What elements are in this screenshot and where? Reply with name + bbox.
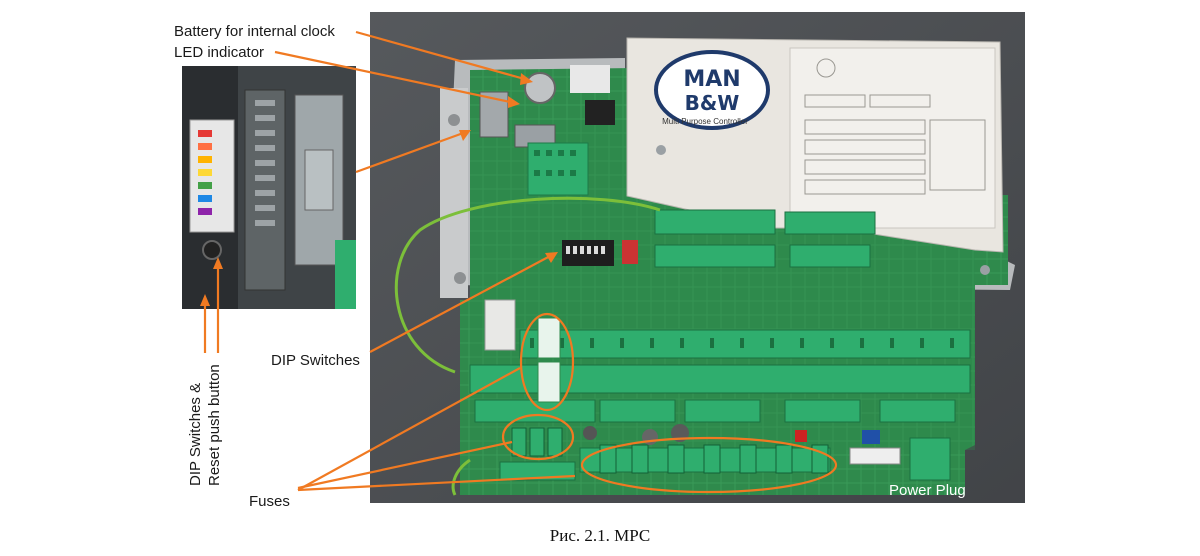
fuses-annotation: Fuses — [249, 493, 290, 510]
dip-reset-annotation-line2: Reset push button — [206, 364, 223, 486]
logo-line2: B&W — [685, 91, 740, 115]
dip-switches-annotation: DIP Switches — [271, 352, 360, 369]
product-name: Multi Purpose Controller — [662, 117, 748, 126]
dip-reset-annotation-line1: DIP Switches & — [187, 382, 204, 486]
led-annotation: LED indicator — [174, 44, 265, 61]
logo-line1: MAN — [683, 67, 740, 92]
figure-caption: Рис. 2.1. МРС — [549, 526, 651, 545]
battery-annotation: Battery for internal clock — [174, 23, 335, 40]
power-plug-annotation: Power Plug — [889, 482, 966, 499]
